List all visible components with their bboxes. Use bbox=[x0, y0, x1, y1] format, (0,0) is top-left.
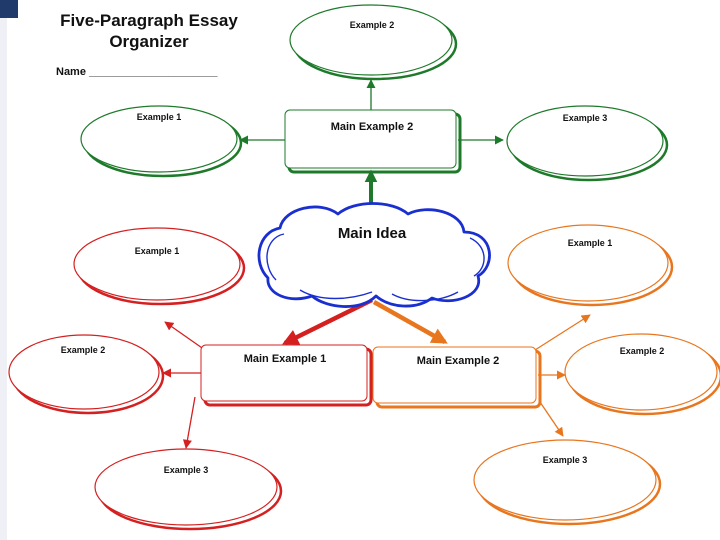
right-example-2-oval[interactable]: Example 2 bbox=[564, 333, 720, 416]
right-example-3-oval[interactable]: Example 3 bbox=[473, 439, 662, 526]
top-example-2-oval[interactable]: Example 2 bbox=[289, 4, 458, 81]
left-example-2-label: Example 2 bbox=[61, 345, 106, 355]
left-main-example-box[interactable]: Main Example 1 bbox=[200, 344, 373, 407]
left-main-example-label: Main Example 1 bbox=[244, 353, 327, 365]
connector-right-ex3 bbox=[539, 401, 564, 437]
top-example-1-label: Example 1 bbox=[137, 112, 182, 122]
right-main-example-box[interactable]: Main Example 2 bbox=[372, 346, 542, 409]
connector-main-to-right bbox=[372, 300, 448, 344]
top-main-example-box[interactable]: Main Example 2 bbox=[284, 109, 462, 174]
connector-right-ex1 bbox=[534, 314, 591, 351]
left-example-1-label: Example 1 bbox=[135, 246, 180, 256]
right-example-1-label: Example 1 bbox=[568, 238, 613, 248]
main-idea-cloud[interactable]: Main Idea bbox=[257, 202, 491, 308]
connector-left-ex3 bbox=[182, 396, 196, 449]
name-blank: _____________________ bbox=[89, 66, 218, 78]
top-main-example-label: Main Example 2 bbox=[331, 121, 414, 133]
right-main-example-label: Main Example 2 bbox=[417, 355, 500, 367]
top-example-3-oval[interactable]: Example 3 bbox=[506, 105, 669, 182]
page-title: Five-Paragraph Essay Organizer bbox=[60, 11, 238, 51]
left-example-1-oval[interactable]: Example 1 bbox=[73, 227, 246, 306]
connector-main-to-left bbox=[282, 297, 373, 346]
main-idea-label: Main Idea bbox=[338, 225, 407, 242]
slide-edge bbox=[0, 0, 7, 540]
right-example-2-label: Example 2 bbox=[620, 346, 665, 356]
left-example-2-oval[interactable]: Example 2 bbox=[8, 334, 165, 415]
top-example-2-label: Example 2 bbox=[350, 20, 395, 30]
right-example-1-oval[interactable]: Example 1 bbox=[507, 224, 674, 307]
top-example-1-oval[interactable]: Example 1 bbox=[80, 105, 243, 178]
left-example-3-oval[interactable]: Example 3 bbox=[94, 448, 283, 531]
top-example-3-label: Example 3 bbox=[563, 113, 608, 123]
connector-left-ex1 bbox=[164, 321, 206, 351]
left-example-3-label: Example 3 bbox=[164, 465, 209, 475]
right-example-3-label: Example 3 bbox=[543, 455, 588, 465]
name-label: Name bbox=[56, 66, 86, 78]
slide-corner-mark bbox=[0, 0, 18, 18]
name-field[interactable]: Name _____________________ bbox=[56, 66, 218, 78]
